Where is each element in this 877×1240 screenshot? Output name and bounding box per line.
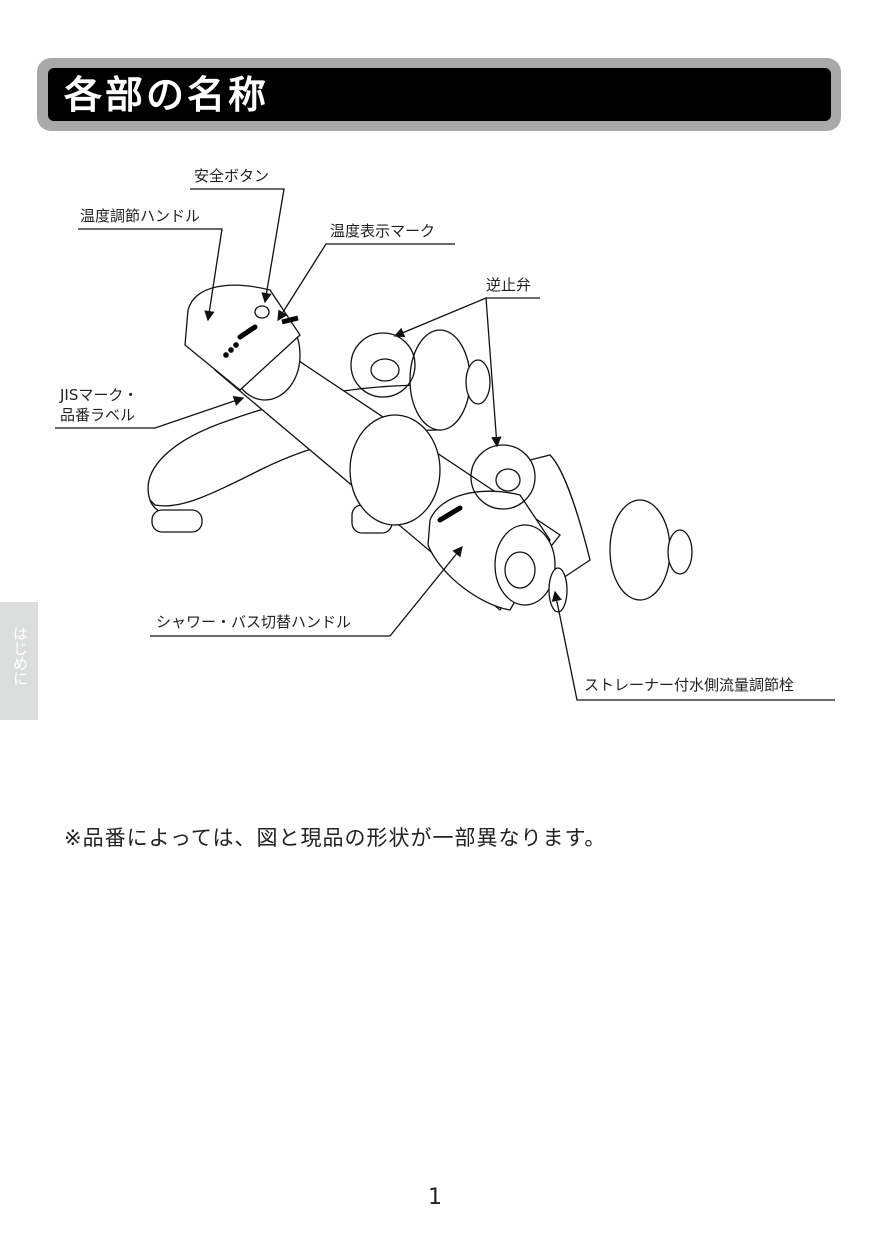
- check-valves: [350, 329, 693, 613]
- label-switch-handle: シャワー・バス切替ハンドル: [156, 613, 352, 631]
- section-tab: [0, 602, 38, 720]
- switch-handle-shape: [427, 490, 556, 611]
- label-temp-handle: 温度調節ハンドル: [80, 207, 201, 225]
- label-temp-mark: 温度表示マーク: [330, 222, 436, 240]
- label-safety-button: 安全ボタン: [194, 167, 270, 185]
- title-bar: [48, 68, 831, 121]
- label-jis-mark-2: 品番ラベル: [60, 406, 136, 424]
- leader-lines: [55, 188, 835, 701]
- label-jis-mark-1: JISマーク・: [60, 386, 139, 404]
- note-text: ※品番によっては、図と現品の形状が一部異なります。: [64, 826, 607, 850]
- page-number: 1: [428, 1185, 442, 1210]
- label-strainer: ストレーナー付水側流量調節栓: [584, 676, 795, 694]
- section-tab-label: はじめに: [11, 626, 29, 686]
- safety-button-shape: [254, 305, 270, 319]
- page-title: 各部の名称: [64, 73, 270, 117]
- label-check-valve: 逆止弁: [486, 276, 532, 294]
